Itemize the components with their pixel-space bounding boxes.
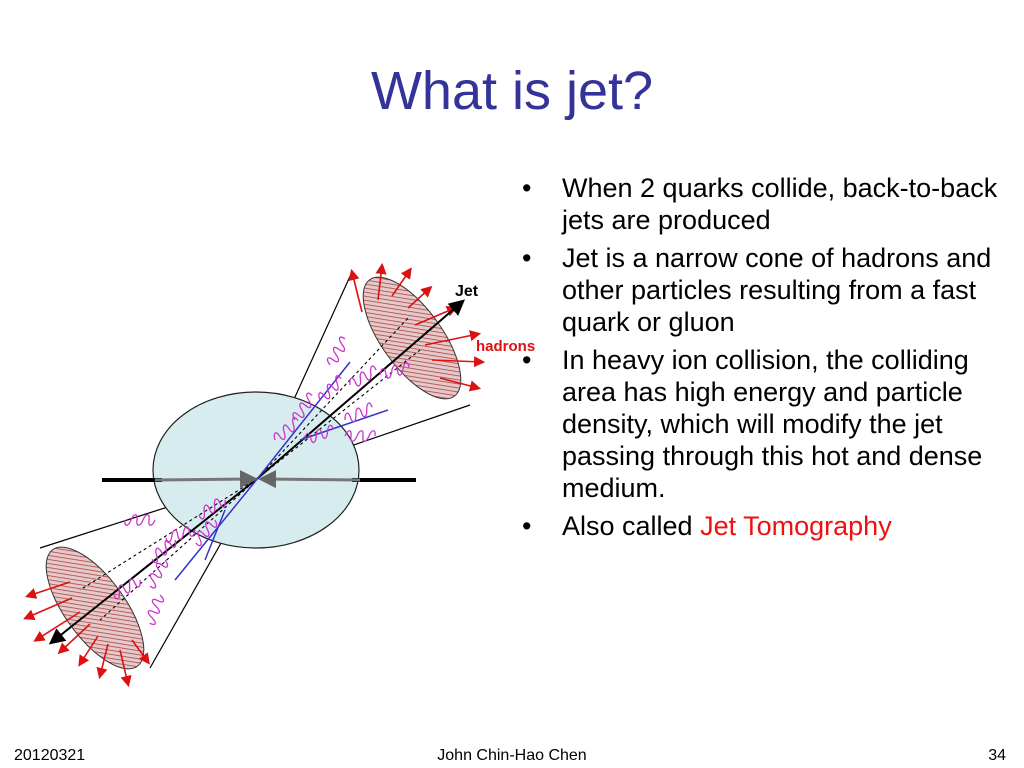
collision-region [152, 391, 360, 549]
bullet-text: When 2 quarks collide, back-to-back jets… [562, 173, 998, 235]
left-beam-arrow [154, 470, 258, 489]
bullet-marker: • [522, 345, 532, 375]
bullet-marker: • [522, 511, 532, 541]
upper-cone-cap [362, 276, 462, 400]
bullet-marker: • [522, 173, 532, 203]
bullet-text: Also called [562, 511, 701, 541]
bullet-list: • When 2 quarks collide, back-to-back je… [522, 172, 1012, 548]
slide-title: What is jet? [370, 61, 654, 121]
footer-date: 20120321 [14, 747, 86, 764]
bullet-marker: • [522, 243, 532, 273]
right-beam-arrow [258, 470, 361, 489]
jet-tomography-highlight: Jet Tomography [700, 511, 892, 541]
lower-jet-axis [48, 477, 259, 645]
upper-jet-axis [257, 299, 466, 479]
bullet-text: Jet is a narrow cone of hadrons and othe… [562, 243, 992, 337]
bullet-item: • Jet is a narrow cone of hadrons and ot… [522, 242, 1012, 338]
bullet-item: • In heavy ion collision, the colliding … [522, 344, 1012, 504]
quark-lines [174, 361, 389, 581]
dashed-tracks [79, 315, 421, 621]
bullet-item: • Also called Jet Tomography [522, 510, 1012, 542]
footer-author: John Chin-Hao Chen [437, 747, 587, 764]
footer-page-number: 34 [988, 747, 1006, 764]
bullet-item: • When 2 quarks collide, back-to-back je… [522, 172, 1012, 236]
jet-cone-diagram: Jet hadrons [23, 262, 535, 688]
lower-hadron-arrows [23, 581, 150, 688]
jet-label: Jet [455, 283, 479, 300]
bullet-text: In heavy ion collision, the colliding ar… [562, 345, 983, 503]
hadrons-label: hadrons [476, 338, 535, 355]
